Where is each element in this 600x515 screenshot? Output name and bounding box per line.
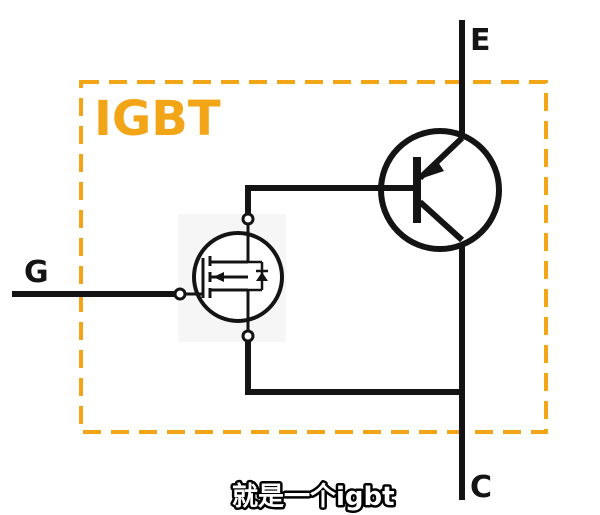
base-to-drain-wire [245, 185, 417, 214]
collector-label: C [470, 470, 492, 505]
mosfet-source-terminal [241, 329, 255, 343]
gate-label: G [24, 255, 49, 290]
mosfet-symbol [173, 212, 286, 343]
igbt-title: IGBT [94, 91, 221, 147]
mosfet-body-arrow [213, 272, 224, 282]
mosfet-body-diode [256, 272, 268, 281]
source-to-collector-wire [245, 341, 462, 395]
mosfet-drain-terminal [241, 212, 255, 226]
mosfet-gate-terminal [173, 287, 187, 301]
subtitle-caption: 就是一个igbt [232, 482, 395, 512]
transistor-emitter-arrow [423, 159, 444, 178]
transistor-collector-leg [417, 199, 465, 243]
emitter-label: E [470, 23, 491, 58]
igbt-boundary-box [79, 80, 548, 434]
transistor-emitter-leg [417, 135, 465, 181]
